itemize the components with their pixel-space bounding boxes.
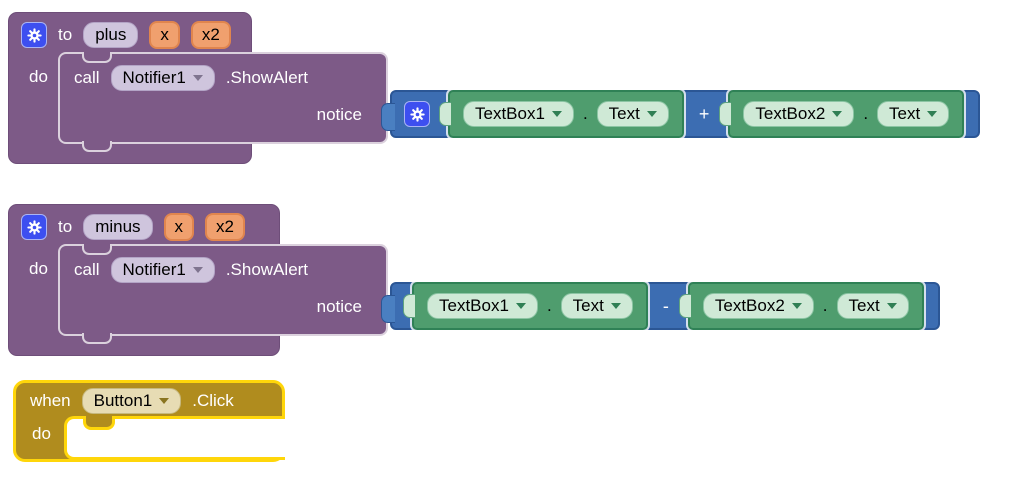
value-plug bbox=[403, 294, 415, 318]
procedure-name-field[interactable]: minus bbox=[83, 214, 153, 240]
component-dropdown-button1[interactable]: Button1 bbox=[81, 388, 182, 414]
dropdown-arrow-icon bbox=[192, 75, 203, 81]
block-bottom-plug bbox=[82, 141, 112, 152]
component-dropdown-notifier1[interactable]: Notifier1 bbox=[110, 257, 215, 283]
method-label: .ShowAlert bbox=[225, 68, 309, 87]
dot-separator: . bbox=[546, 296, 552, 315]
gear-icon bbox=[26, 219, 42, 235]
param-field-x2[interactable]: x2 bbox=[205, 213, 246, 241]
block-bottom-plug bbox=[82, 333, 112, 344]
dropdown-arrow-icon bbox=[927, 111, 938, 117]
block-top-notch bbox=[82, 52, 112, 63]
property-dropdown-text[interactable]: Text bbox=[836, 293, 909, 319]
gear-icon bbox=[409, 106, 425, 122]
when-label: when bbox=[30, 391, 71, 410]
operator-plus-label: + bbox=[698, 103, 710, 124]
procedure-plus-header: to plus x x2 bbox=[9, 13, 251, 49]
getter-textbox2-text-block[interactable]: TextBox2 . Text bbox=[678, 282, 924, 330]
component-dropdown-value: Notifier1 bbox=[122, 260, 186, 279]
dropdown-arrow-icon bbox=[832, 111, 843, 117]
property-dropdown-value: Text bbox=[572, 296, 604, 315]
addition-block[interactable]: TextBox1 . Text + TextBox2 . Text bbox=[381, 90, 981, 138]
empty-do-slot[interactable] bbox=[64, 416, 285, 460]
notice-arg-label: notice bbox=[316, 297, 362, 316]
mutator-gear-icon[interactable] bbox=[404, 101, 430, 127]
getter-textbox1-text-block[interactable]: TextBox1 . Text bbox=[403, 282, 648, 330]
block-top-notch bbox=[82, 244, 112, 255]
dropdown-arrow-icon bbox=[551, 111, 562, 117]
value-plug bbox=[719, 102, 732, 126]
component-dropdown-textbox2[interactable]: TextBox2 bbox=[702, 293, 814, 319]
dropdown-arrow-icon bbox=[791, 303, 802, 309]
property-dropdown-text[interactable]: Text bbox=[596, 101, 669, 127]
param-field-x[interactable]: x bbox=[149, 21, 180, 49]
component-dropdown-textbox1[interactable]: TextBox1 bbox=[463, 101, 574, 127]
component-dropdown-value: TextBox2 bbox=[755, 104, 826, 123]
slot-top-notch bbox=[83, 416, 115, 430]
property-dropdown-text[interactable]: Text bbox=[560, 293, 633, 319]
to-label: to bbox=[58, 25, 73, 44]
do-label: do bbox=[29, 259, 48, 278]
value-plug bbox=[678, 294, 691, 318]
subtraction-block[interactable]: TextBox1 . Text - TextBox2 . Text bbox=[381, 282, 940, 330]
component-dropdown-value: TextBox1 bbox=[439, 296, 509, 315]
dropdown-arrow-icon bbox=[610, 303, 621, 309]
dot-separator: . bbox=[863, 104, 869, 123]
component-dropdown-value: TextBox2 bbox=[714, 296, 785, 315]
call-showalert-block[interactable]: call Notifier1 .ShowAlert notice bbox=[58, 244, 388, 344]
value-plug-tab bbox=[381, 103, 395, 131]
dot-separator: . bbox=[582, 104, 588, 123]
property-dropdown-value: Text bbox=[889, 104, 921, 123]
dropdown-arrow-icon bbox=[159, 398, 170, 404]
to-label: to bbox=[58, 217, 73, 236]
call-label: call bbox=[74, 68, 100, 87]
method-label: .ShowAlert bbox=[225, 260, 309, 279]
procedure-minus-header: to minus x x2 bbox=[9, 205, 279, 241]
dropdown-arrow-icon bbox=[192, 267, 203, 273]
component-dropdown-value: TextBox1 bbox=[475, 104, 545, 123]
do-label: do bbox=[29, 67, 48, 86]
call-showalert-block[interactable]: call Notifier1 .ShowAlert notice bbox=[58, 52, 388, 152]
procedure-name-field[interactable]: plus bbox=[83, 22, 139, 48]
gear-icon bbox=[26, 27, 42, 43]
event-label-click: .Click bbox=[192, 391, 234, 410]
mutator-gear-icon[interactable] bbox=[21, 22, 47, 48]
component-dropdown-textbox1[interactable]: TextBox1 bbox=[427, 293, 538, 319]
property-dropdown-text[interactable]: Text bbox=[877, 101, 950, 127]
dropdown-arrow-icon bbox=[515, 303, 526, 309]
getter-textbox2-text-block[interactable]: TextBox2 . Text bbox=[719, 90, 965, 138]
call-label: call bbox=[74, 260, 100, 279]
operator-minus-label: - bbox=[662, 295, 669, 316]
component-dropdown-notifier1[interactable]: Notifier1 bbox=[110, 65, 215, 91]
property-dropdown-value: Text bbox=[848, 296, 880, 315]
do-label: do bbox=[32, 424, 51, 443]
component-dropdown-value: Notifier1 bbox=[122, 68, 186, 87]
button-click-event-block[interactable]: when Button1 .Click do bbox=[13, 380, 285, 462]
dropdown-arrow-icon bbox=[646, 111, 657, 117]
component-dropdown-value: Button1 bbox=[93, 391, 153, 410]
dot-separator: . bbox=[822, 296, 828, 315]
value-plug bbox=[439, 102, 451, 126]
dropdown-arrow-icon bbox=[886, 303, 897, 309]
value-plug-tab bbox=[381, 295, 395, 323]
component-dropdown-textbox2[interactable]: TextBox2 bbox=[743, 101, 855, 127]
notice-arg-label: notice bbox=[316, 105, 362, 124]
event-header: when Button1 .Click bbox=[16, 383, 282, 414]
param-field-x2[interactable]: x2 bbox=[190, 21, 231, 49]
param-field-x[interactable]: x bbox=[163, 213, 195, 241]
getter-textbox1-text-block[interactable]: TextBox1 . Text bbox=[439, 90, 684, 138]
property-dropdown-value: Text bbox=[608, 104, 640, 123]
mutator-gear-icon[interactable] bbox=[21, 214, 47, 240]
